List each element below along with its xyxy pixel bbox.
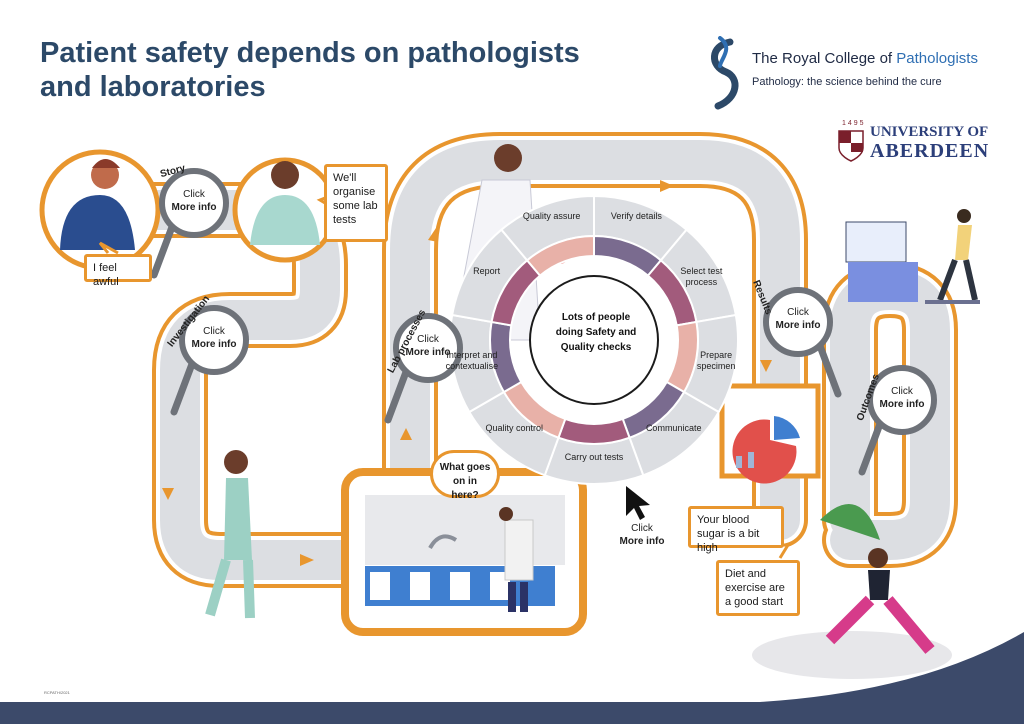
arrow-right-icon: [300, 554, 314, 566]
magnifier-results-icon[interactable]: [763, 287, 842, 398]
speech-blood-sugar: Your blood sugar is a bit high: [688, 506, 784, 554]
uoa-year: 1495: [842, 120, 866, 127]
arrow-down-icon: [162, 488, 174, 500]
wheel-segment-label: Interpret and contextualise: [445, 349, 499, 371]
uoa-logo: 1495 UNIVERSITY OF ABERDEEN: [836, 120, 990, 166]
nurse-figure: [205, 450, 255, 619]
lab-scene: [341, 468, 587, 636]
speech-lab-tests: We'll organise some lab tests: [324, 164, 388, 242]
rcpath-tagline: Pathology: the science behind the cure: [752, 76, 942, 88]
wheel-band-segment: [525, 234, 595, 278]
shield-crest-icon: [838, 130, 864, 162]
quality-wheel: [449, 194, 739, 485]
speech-what-goes-on: What goes on in here?: [430, 450, 500, 501]
arrow-down-icon: [760, 360, 772, 372]
magnifier-lab-processes-icon[interactable]: [384, 313, 463, 424]
wheel-segment-label: Prepare specimen: [696, 349, 736, 371]
arrow-up-right-icon: [428, 228, 438, 242]
wheel-center-text: Lots of people doing Safety and Quality …: [555, 312, 637, 353]
results-chart-screen: [719, 383, 821, 484]
arrow-up-icon: [400, 428, 412, 440]
wheel-segment-label: Verify details: [610, 211, 662, 222]
rcpath-emblem-icon: [711, 36, 739, 110]
exercise-figure: [752, 504, 952, 679]
rcpath-logo: The Royal College of Pathologists Pathol…: [700, 36, 1000, 116]
footer-code: RCPATH/2021: [44, 690, 70, 695]
arrow-right-icon: [660, 180, 674, 192]
wheel-segment-label: Carry out tests: [564, 452, 624, 462]
rcpath-name: The Royal College of Pathologists: [752, 50, 978, 67]
wheel-segment-label: Quality assure: [522, 211, 581, 222]
wheel-segment-label: Quality control: [485, 422, 544, 433]
doctor-portrait: [232, 157, 338, 263]
speech-diet: Diet and exercise are a good start: [716, 560, 800, 616]
wheel-segment-label: Communicate: [645, 422, 702, 433]
wheel-segment-label: Select test process: [680, 266, 723, 287]
magnifier-investigation-icon[interactable]: [170, 305, 249, 416]
magnifier-story-icon[interactable]: [150, 168, 229, 279]
uoa-line2: ABERDEEN: [870, 140, 990, 162]
speech-feel-awful: I feel awful: [84, 254, 152, 288]
wheel-center: [529, 275, 659, 405]
uoa-line1: UNIVERSITY OF: [870, 124, 989, 140]
road-arrows: [162, 180, 772, 566]
magnifier-outcomes-icon[interactable]: [858, 365, 937, 476]
page-title: Patient safety depends on pathologists a…: [40, 37, 580, 103]
footer-bar: [0, 632, 1024, 724]
patient-portrait: [39, 149, 161, 271]
results-machine: [845, 209, 980, 304]
cursor-arrow-icon: [626, 486, 650, 520]
wheel-segment-label: Report: [473, 266, 501, 276]
footer-swoosh: [0, 632, 1024, 724]
